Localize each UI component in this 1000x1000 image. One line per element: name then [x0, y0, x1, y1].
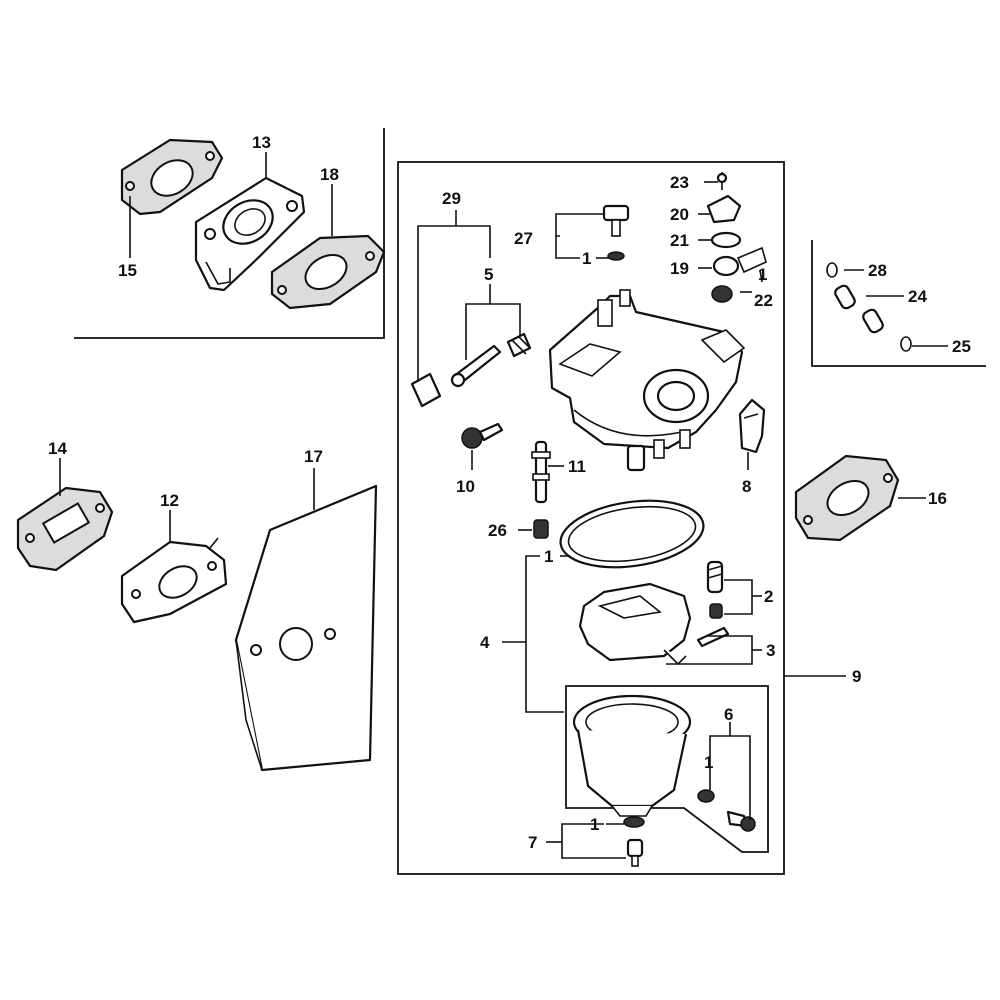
part-2-float-valve-set — [706, 560, 724, 619]
part-13-insulator — [194, 176, 306, 292]
part-6-drain-screw-set — [697, 789, 756, 832]
callout-7: 7 — [528, 833, 537, 852]
callout-20: 20 — [670, 205, 689, 224]
callout-24: 24 — [908, 287, 927, 306]
callout-17: 17 — [304, 447, 323, 466]
callout-13: 13 — [252, 133, 271, 152]
part-10-throttle-stop-screw — [461, 422, 504, 449]
callout-1-o-ring: 1 — [544, 547, 553, 566]
callout-1-top: 1 — [582, 249, 591, 268]
callout-1-choke: 1 — [758, 265, 767, 284]
float — [578, 582, 692, 666]
part-11-needle-jet — [531, 440, 551, 504]
callout-15: 15 — [118, 261, 137, 280]
callout-18: 18 — [320, 165, 339, 184]
callout-28: 28 — [868, 261, 887, 280]
callout-16: 16 — [928, 489, 947, 508]
part-29-clip — [410, 372, 442, 408]
callout-3: 3 — [766, 641, 775, 660]
float-bowl — [572, 694, 692, 817]
part-18-gasket — [270, 234, 386, 310]
callout-5: 5 — [484, 265, 493, 284]
carburetor-body — [548, 289, 746, 472]
accessory-group-frame — [811, 240, 986, 367]
callout-6: 6 — [724, 705, 733, 724]
leader-lines — [59, 152, 948, 859]
callout-23: 23 — [670, 173, 689, 192]
part-14-gasket — [16, 486, 114, 572]
callout-12: 12 — [160, 491, 179, 510]
part-7-bowl-bolt-set — [623, 816, 645, 867]
carburetor-assembly-frame — [397, 161, 785, 875]
callout-labels: 15 13 18 14 12 17 16 29 5 27 1 23 20 21 … — [48, 133, 971, 852]
callout-19: 19 — [670, 259, 689, 278]
callout-21: 21 — [670, 231, 689, 250]
callout-25: 25 — [952, 337, 971, 356]
callout-9: 9 — [852, 667, 861, 686]
part-26-main-jet — [533, 519, 549, 539]
callout-10: 10 — [456, 477, 475, 496]
callout-4: 4 — [480, 633, 490, 652]
callout-11: 11 — [568, 457, 586, 476]
part-1-o-ring-float-chamber — [559, 499, 705, 569]
part-27-screw-set — [602, 204, 630, 261]
accessory-parts — [826, 262, 912, 352]
callout-14: 14 — [48, 439, 67, 458]
insulator-group-frame — [74, 128, 385, 339]
part-16-gasket — [794, 454, 900, 542]
callout-26: 26 — [488, 521, 507, 540]
callout-29: 29 — [442, 189, 461, 208]
part-8-drain-clip — [738, 398, 766, 454]
part-12-plate — [120, 537, 228, 624]
part-3-float-pin — [696, 626, 730, 648]
frames — [74, 128, 986, 875]
callout-22: 22 — [754, 291, 773, 310]
choke-parts-19-23 — [706, 172, 767, 303]
part-5-pilot-screw-set — [450, 332, 532, 388]
part-15-gasket — [120, 138, 224, 216]
callout-27: 27 — [514, 229, 533, 248]
callout-2: 2 — [764, 587, 773, 606]
callout-1-drain: 1 — [704, 753, 713, 772]
callout-1-bowl: 1 — [590, 815, 599, 834]
float-bowl-subframe — [565, 685, 769, 853]
part-17-heat-shield — [234, 484, 378, 772]
callout-8: 8 — [742, 477, 751, 496]
